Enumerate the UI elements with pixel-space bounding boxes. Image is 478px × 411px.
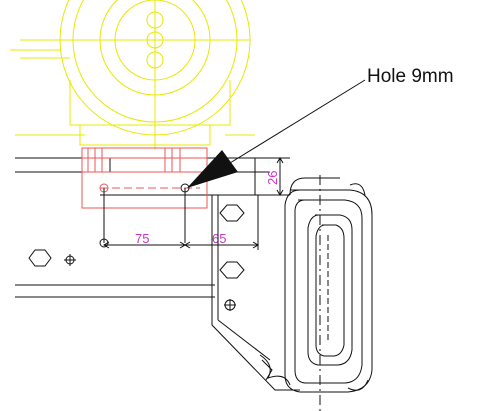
dimension-65: 65 — [212, 231, 226, 246]
dimension-75: 75 — [135, 231, 149, 246]
red-bracket — [81, 147, 208, 209]
dimension-26: 26 — [265, 171, 280, 185]
left-fasteners — [28, 249, 76, 267]
callout-label: Hole 9mm — [367, 66, 454, 87]
dimension-lines — [103, 157, 290, 250]
frame-rails — [15, 157, 270, 298]
hole-callout-arrow — [187, 79, 366, 188]
vertical-plate — [211, 195, 300, 391]
handle — [284, 175, 373, 411]
motor-assembly — [10, 0, 255, 150]
